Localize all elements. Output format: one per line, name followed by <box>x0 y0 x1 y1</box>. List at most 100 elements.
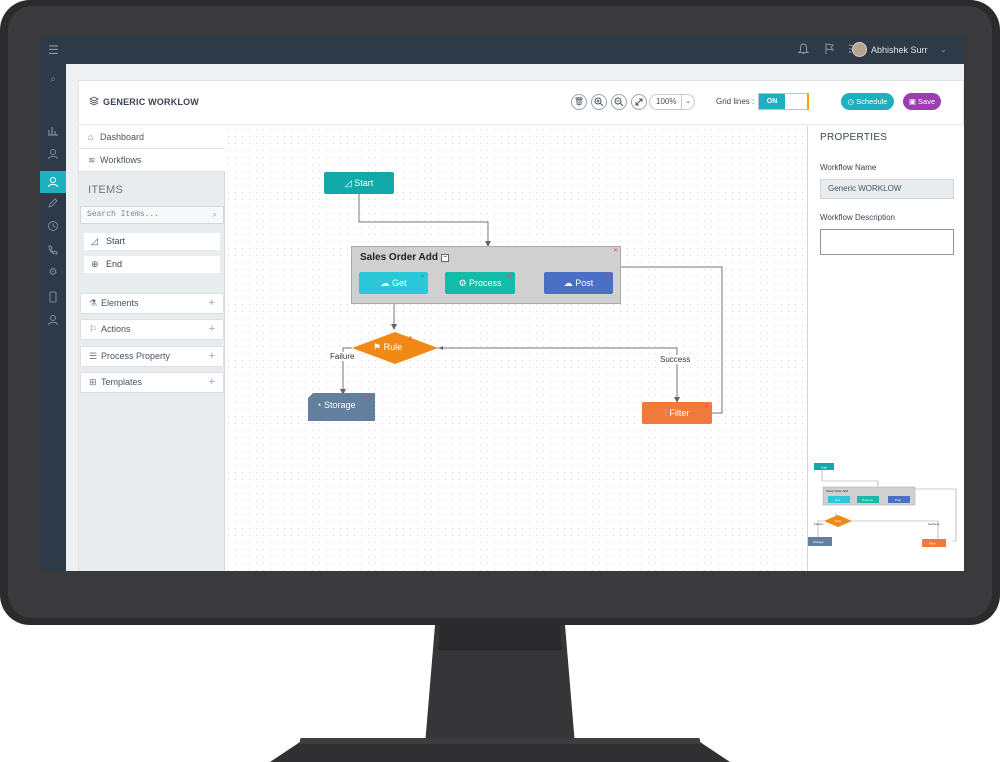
node-filter-label: Filter <box>669 408 690 418</box>
workflow-name-field[interactable]: Generic WORKLOW <box>820 179 954 199</box>
section-templates-label: Templates <box>101 377 143 387</box>
menu-icon[interactable]: ☰ <box>48 43 59 57</box>
minimap-filter-text: Filter <box>929 542 936 546</box>
close-icon[interactable]: ✕ <box>408 336 414 342</box>
main-content: GENERIC WORKLOW 🗑 100% ⌄ G <box>66 64 964 571</box>
section-templates[interactable]: ⊞ Templates + <box>80 372 224 393</box>
section-process-property-label: Process Property <box>101 351 171 361</box>
close-icon[interactable]: ✕ <box>604 274 610 280</box>
gear-icon: ⚙ <box>458 278 467 288</box>
clock-icon[interactable] <box>47 220 59 232</box>
workflow-description-field[interactable] <box>820 229 954 255</box>
section-elements-label: Elements <box>101 298 139 308</box>
flag-icon[interactable] <box>824 43 835 58</box>
gear-icon[interactable]: ⚙ <box>48 267 58 278</box>
user-name[interactable]: Abhishek Surr <box>871 45 928 55</box>
node-get[interactable]: ☁ Get ✕ <box>359 272 428 294</box>
signpost-icon: ⚑ <box>373 342 382 352</box>
search-icon[interactable]: ⌕ <box>50 74 56 85</box>
close-icon[interactable]: ✕ <box>385 174 391 180</box>
plus-icon[interactable]: + <box>208 297 215 309</box>
section-actions[interactable]: ⚐ Actions + <box>80 319 224 340</box>
node-start[interactable]: ◿ Start ✕ <box>324 172 394 194</box>
plus-icon[interactable]: + <box>208 350 215 362</box>
save-button[interactable]: ▣ Save <box>903 93 941 110</box>
section-process-property[interactable]: ☰ Process Property + <box>80 346 224 367</box>
avatar[interactable] <box>852 42 867 57</box>
save-label: Save <box>918 97 936 106</box>
user-active-icon <box>48 177 58 188</box>
item-end[interactable]: ⊕ End <box>84 256 220 273</box>
minimap-start-text: Start <box>821 466 828 470</box>
node-rule[interactable] <box>351 331 439 365</box>
plus-icon[interactable]: + <box>208 323 215 335</box>
item-start[interactable]: ◿ Start <box>84 233 220 250</box>
toggle-on-label: ON <box>759 94 785 109</box>
nav-dashboard[interactable]: ⌂ Dashboard <box>79 126 225 149</box>
search-placeholder: Search Items... <box>87 210 160 219</box>
node-rule-text: ⚑ Rule <box>373 342 402 353</box>
minimap-group-text: Sales Order Add <box>826 489 848 493</box>
nav-workflows-label: Workflows <box>100 155 142 165</box>
node-storage[interactable] <box>307 392 376 422</box>
node-filter[interactable]: ⫶ Filter ✕ <box>642 402 712 424</box>
chevron-down-icon[interactable]: ⌄ <box>940 45 947 54</box>
node-rule-label: Rule <box>383 342 403 352</box>
close-icon[interactable]: ✕ <box>506 274 512 280</box>
tablet-icon[interactable] <box>47 291 59 303</box>
fit-screen-button[interactable] <box>631 94 647 110</box>
rail-item-workflows-active[interactable] <box>40 171 72 193</box>
search-items-input[interactable]: Search Items... ⌕ <box>80 206 224 224</box>
workflow-canvas[interactable]: ◿ Start ✕ Sales Order Add− ✕ ☁ Get <box>225 126 807 571</box>
node-storage-text: ◔ Storage <box>316 400 355 410</box>
node-get-label: Get <box>392 278 407 288</box>
zoom-select[interactable]: 100% ⌄ <box>649 94 695 110</box>
chart-icon[interactable] <box>47 124 59 136</box>
send-icon: ◿ <box>344 178 352 188</box>
home-icon: ⌂ <box>88 132 94 142</box>
edge-start-to-group <box>358 193 491 247</box>
close-icon[interactable]: ✕ <box>612 248 618 254</box>
schedule-button[interactable]: ◷ Schedule <box>841 93 894 110</box>
workflow-editor-card: GENERIC WORKLOW 🗑 100% ⌄ G <box>78 80 964 571</box>
minimap-get-text: Get <box>835 498 840 502</box>
bell-icon[interactable] <box>797 43 810 58</box>
save-icon: ▣ <box>908 97 916 106</box>
items-heading: ITEMS <box>88 184 124 196</box>
item-end-label: End <box>106 259 123 269</box>
close-icon[interactable]: ✕ <box>365 395 371 401</box>
crosshair-icon: ⊕ <box>91 259 99 269</box>
person-icon[interactable] <box>47 314 59 326</box>
minimap-node-filter <box>922 539 946 547</box>
nav-workflows[interactable]: ≋ Workflows <box>79 149 225 172</box>
zoom-in-icon <box>594 97 604 107</box>
minimap-node-start <box>814 463 834 470</box>
layers-icon: ≋ <box>88 155 96 165</box>
delete-button[interactable]: 🗑 <box>571 94 587 110</box>
user-icon[interactable] <box>47 148 59 160</box>
icon-rail: ⌕ ⚙ <box>40 64 72 571</box>
zoom-in-button[interactable] <box>591 94 607 110</box>
phone-icon[interactable] <box>47 244 59 256</box>
close-icon[interactable]: ✕ <box>703 404 709 410</box>
workflow-name-label: Workflow Name <box>820 163 877 172</box>
properties-title: PROPERTIES <box>820 132 888 143</box>
minimap[interactable]: Start Sales Order Add Get Process Post R… <box>808 459 964 571</box>
minimap-node-post <box>888 496 910 503</box>
pencil-icon[interactable] <box>47 197 59 209</box>
zoom-out-button[interactable] <box>611 94 627 110</box>
grid-lines-label: Grid lines : <box>716 97 755 106</box>
grid-lines-toggle[interactable]: ON <box>758 93 809 110</box>
section-elements[interactable]: ⚗ Elements + <box>80 293 224 314</box>
node-start-label: Start <box>354 178 374 188</box>
collapse-icon[interactable]: − <box>441 254 449 262</box>
sliders-icon: ⫶ <box>664 408 667 418</box>
plus-icon[interactable]: + <box>208 376 215 388</box>
left-panel: ⌂ Dashboard ≋ Workflows ITEMS Search Ite… <box>79 126 225 571</box>
edge-rule-to-filter <box>437 347 680 403</box>
node-process[interactable]: ⚙ Process ✕ <box>445 272 515 294</box>
close-icon[interactable]: ✕ <box>419 274 425 280</box>
group-title: Sales Order Add− <box>360 252 449 263</box>
node-post[interactable]: ☁ Post ✕ <box>544 272 613 294</box>
